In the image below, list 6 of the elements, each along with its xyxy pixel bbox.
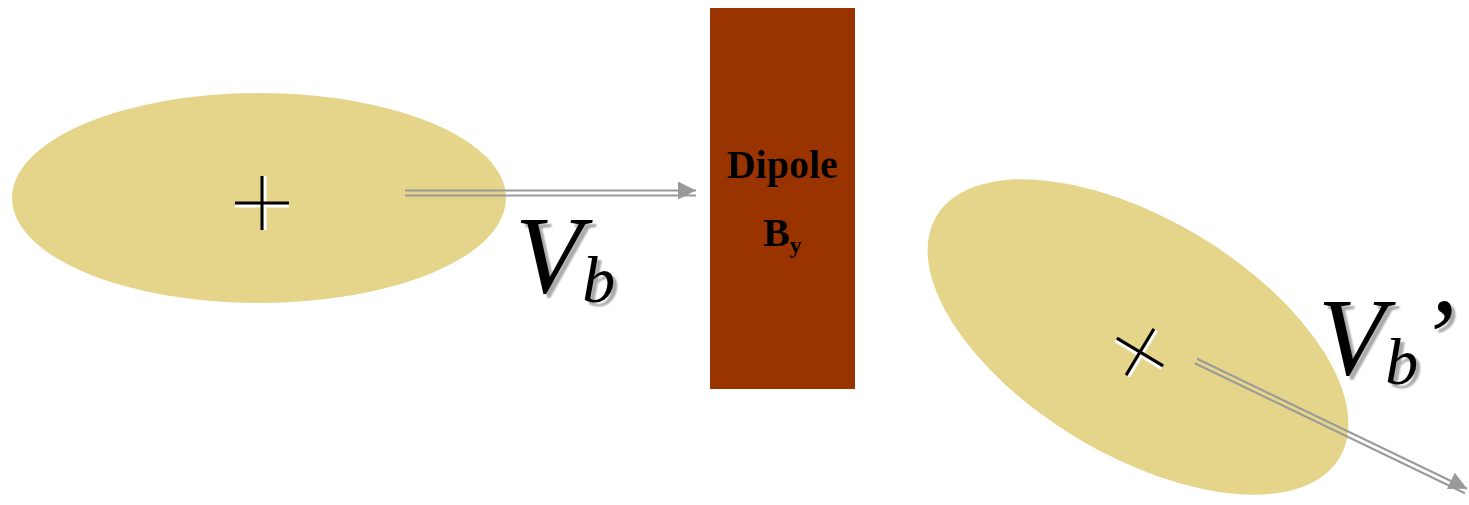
edge-label: V$_{b}$’	[1318, 282, 1455, 392]
velocity-arrow	[404, 181, 697, 200]
magnet-label: Dipole B$_{y}$	[725, 140, 840, 260]
velocity-arrow	[1193, 357, 1469, 495]
dipole-magnet-block	[710, 8, 855, 389]
edge-label: V$_{b}$	[515, 200, 616, 310]
